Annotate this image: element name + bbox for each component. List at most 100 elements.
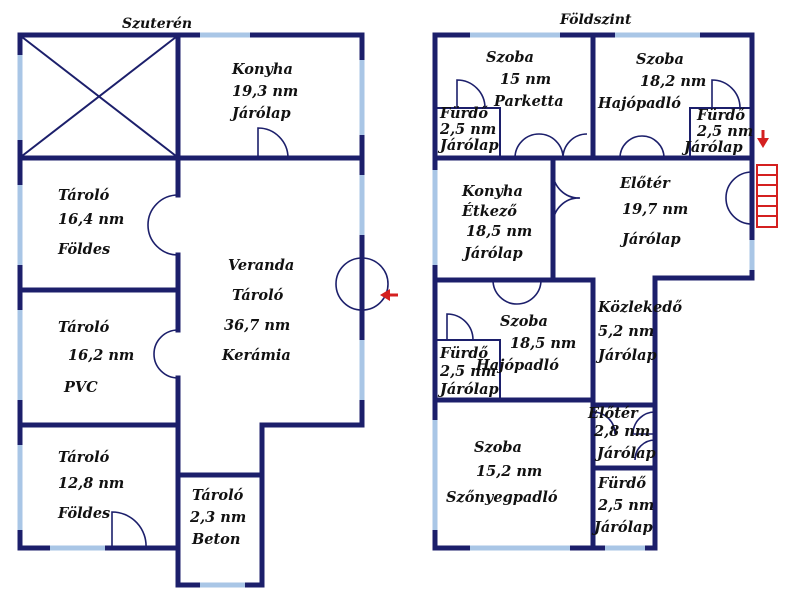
room-floor: Járólap (594, 445, 656, 462)
room-szoba-3: Szoba 18,5 nm Hajópadló (475, 313, 576, 374)
door-swing (619, 135, 665, 159)
room-floor: Hajópadló (475, 357, 559, 374)
room-name: Szoba (500, 313, 548, 330)
room-name: Veranda (228, 257, 294, 274)
room-name: Közlekedő (597, 299, 682, 316)
door-swing (153, 329, 179, 379)
room-name-2: Étkező (461, 202, 517, 220)
door-swing (632, 411, 656, 435)
room-name: Fürdő (696, 107, 745, 124)
room-name-2: Tároló (232, 287, 284, 304)
door-swing (514, 133, 588, 159)
room-eloter-1: Előtér 19,7 nm Járólap (619, 175, 688, 248)
door-swing (147, 194, 179, 256)
room-name: Konyha (231, 61, 293, 78)
room-area: 19,7 nm (622, 201, 688, 218)
room-name: Fürdő (597, 475, 646, 492)
room-area: 2,3 nm (189, 509, 246, 526)
door-swing (634, 439, 656, 461)
room-floor: Földes (57, 505, 110, 522)
room-area: 2,5 nm (696, 123, 753, 140)
door-swing (492, 279, 542, 305)
room-area: 15 nm (500, 71, 551, 88)
room-floor: Járólap (619, 231, 681, 248)
room-furdo-2: Fürdő 2,5 nm Járólap (681, 107, 753, 156)
void-cross (21, 36, 177, 157)
room-floor: Járólap (681, 139, 743, 156)
entrance-stairs (756, 164, 778, 228)
room-konyha-basement: Konyha 19,3 nm Járólap (229, 61, 298, 122)
room-floor: Járólap (461, 245, 523, 262)
room-area: 19,3 nm (232, 83, 298, 100)
door-swing (456, 79, 486, 109)
door-swing (111, 511, 147, 549)
room-name: Konyha (461, 183, 523, 200)
room-szoba-1: Szoba 15 nm Parketta (486, 49, 564, 110)
room-floor: Járólap (591, 519, 653, 536)
room-name: Fürdő (439, 345, 488, 362)
room-area: 2,5 nm (439, 363, 496, 380)
room-furdo-3: Fürdő 2,5 nm Járólap (437, 345, 499, 398)
room-area: 12,8 nm (58, 475, 124, 492)
room-area: 16,2 nm (68, 347, 134, 364)
room-name: Előtér (587, 405, 639, 422)
room-floor: PVC (63, 379, 98, 396)
double-door-swing (335, 257, 389, 311)
room-name: Előtér (619, 175, 671, 192)
room-name: Tároló (58, 187, 110, 204)
bathroom-partition (437, 339, 501, 398)
door-swing (725, 171, 753, 225)
room-floor: Járólap (437, 381, 499, 398)
door-swing (592, 411, 616, 435)
basement-plan (17, 32, 398, 588)
room-name: Tároló (58, 319, 110, 336)
room-furdo-1: Fürdő 2,5 nm Járólap (437, 105, 499, 154)
room-floor: Kerámia (221, 347, 291, 364)
room-furdo-4: Fürdő 2,5 nm Járólap (591, 475, 654, 536)
room-area: 18,5 nm (466, 223, 532, 240)
room-tarolo-1: Tároló 16,4 nm Földes (57, 187, 124, 258)
room-name: Tároló (58, 449, 110, 466)
door-swing (257, 127, 289, 159)
room-area: 2,5 nm (597, 497, 654, 514)
room-area: 2,5 nm (439, 121, 496, 138)
room-area: 18,5 nm (510, 335, 576, 352)
room-name: Fürdő (439, 105, 488, 122)
room-floor: Járólap (437, 137, 499, 154)
room-area: 18,2 nm (640, 73, 706, 90)
room-szoba-4: Szoba 15,2 nm Szőnyegpadló (446, 439, 558, 506)
room-area: 15,2 nm (476, 463, 542, 480)
bathroom-partition (689, 107, 752, 156)
room-name: Szoba (486, 49, 534, 66)
room-name: Szoba (636, 51, 684, 68)
basement-title: Szuterén (122, 16, 192, 32)
room-tarolo-3: Tároló 12,8 nm Földes (57, 449, 124, 522)
entrance-arrow-icon (380, 289, 390, 301)
door-swing (446, 313, 474, 341)
room-name: Tároló (192, 487, 244, 504)
room-tarolo-4: Tároló 2,3 nm Beton (189, 487, 246, 548)
room-tarolo-2: Tároló 16,2 nm PVC (58, 319, 134, 396)
door-swing (711, 79, 741, 109)
room-floor: Beton (191, 531, 240, 548)
room-area: 16,4 nm (58, 211, 124, 228)
room-eloter-2: Előtér 2,8 nm Járólap (587, 405, 656, 462)
room-kozlekedo: Közlekedő 5,2 nm Járólap (595, 299, 682, 364)
room-area: 36,7 nm (224, 317, 290, 334)
room-floor: Szőnyegpadló (446, 489, 558, 506)
room-floor: Földes (57, 241, 110, 258)
room-veranda: Veranda Tároló 36,7 nm Kerámia (221, 257, 294, 364)
ground-outer-wall (432, 32, 755, 551)
door-swing (552, 171, 581, 225)
room-area: 2,8 nm (593, 423, 650, 440)
room-szoba-2: Szoba 18,2 nm Hajópadló (597, 51, 706, 112)
room-name: Szoba (474, 439, 522, 456)
room-floor: Járólap (595, 347, 657, 364)
entrance-arrow-icon (757, 138, 769, 148)
room-floor: Hajópadló (597, 95, 681, 112)
ground-floor-plan (432, 32, 778, 551)
bathroom-partition (437, 107, 501, 156)
room-floor: Járólap (229, 105, 291, 122)
